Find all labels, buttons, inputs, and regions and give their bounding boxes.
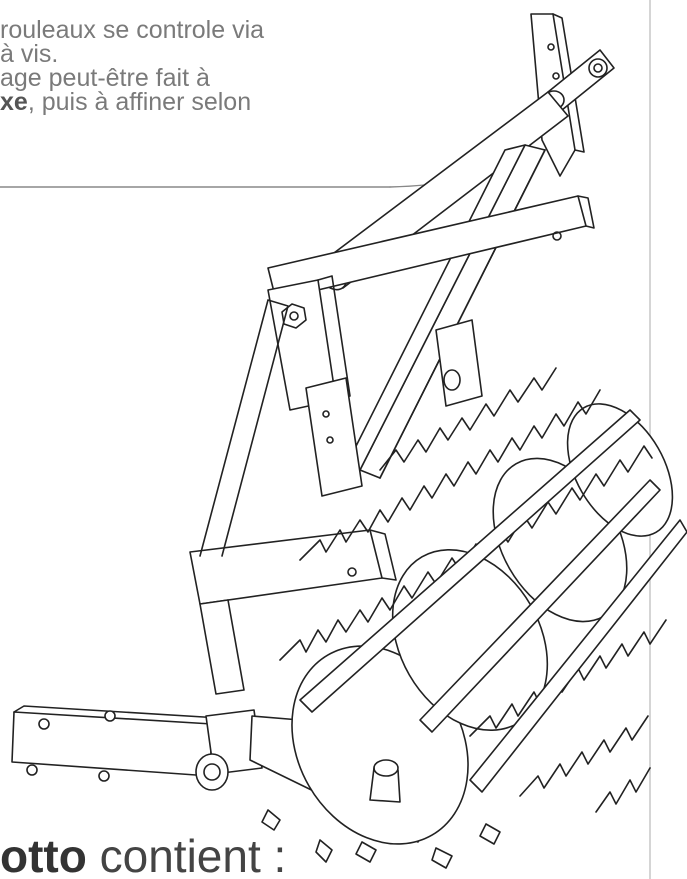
bottom-heading-rest: contient : (86, 830, 287, 879)
left-clamp (267, 275, 351, 411)
hub-bolt (369, 759, 401, 803)
callout-leader (0, 177, 461, 188)
text-line-4: xe, puis à affiner selon (0, 88, 380, 116)
text-line-1: rouleaux se controle via (0, 16, 265, 44)
bottom-heading-bold: otto (0, 830, 87, 879)
roller-tabs (261, 809, 501, 869)
center-plates (305, 319, 483, 497)
text-line-3: age peut-être fait à (0, 64, 210, 92)
text-line-4-bold: xe (0, 88, 28, 116)
roller-bars (299, 409, 687, 793)
text-line-2: à vis. (0, 40, 59, 68)
instruction-text: rouleaux se controle via à vis. age peut… (0, 16, 380, 116)
bottom-heading: otto contient : (0, 826, 286, 879)
frame-left (189, 299, 397, 695)
lower-arm (11, 705, 263, 791)
roller-discs (291, 403, 674, 845)
text-line-4-rest: , puis à affiner selon (27, 88, 252, 116)
